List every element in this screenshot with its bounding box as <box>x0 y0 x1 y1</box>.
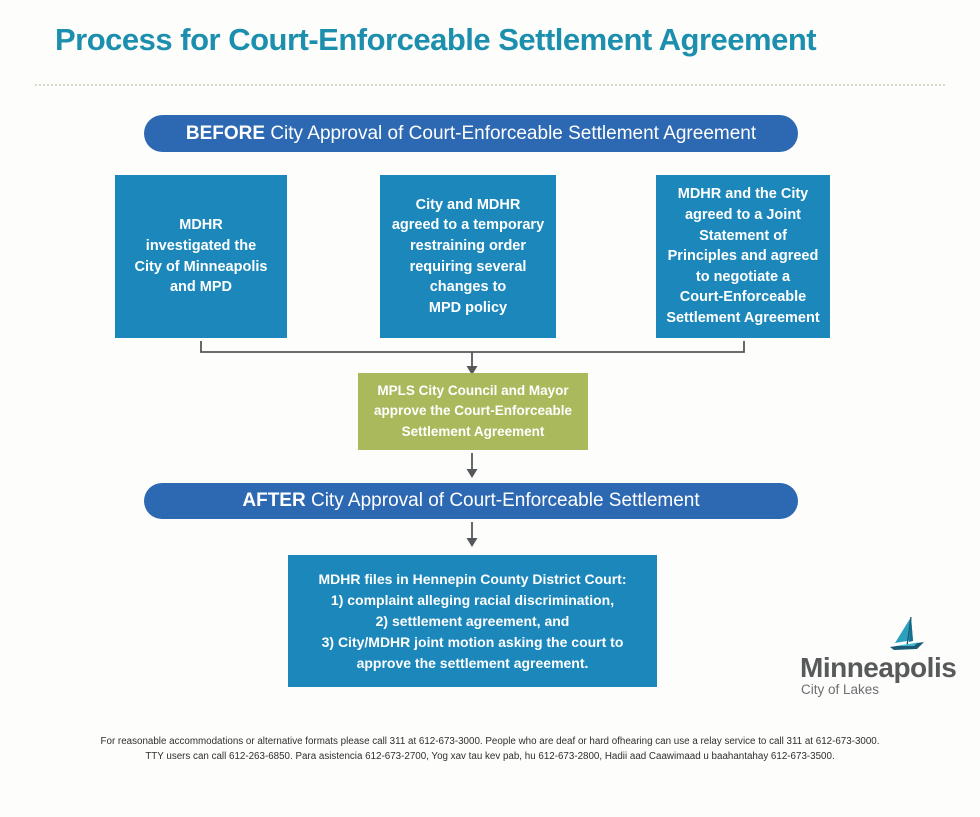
footer-line-2: TTY users can call 612-263-6850. Para as… <box>145 751 835 762</box>
down-arrow-icon <box>466 522 478 547</box>
minneapolis-logo: Minneapolis City of Lakes <box>798 616 963 700</box>
after-banner-keyword: AFTER <box>242 490 306 511</box>
down-arrow-icon <box>466 453 478 478</box>
after-banner: AFTER City Approval of Court-Enforceable… <box>144 483 798 519</box>
process-box-joint-statement: MDHR and the City agreed to a Joint Stat… <box>656 175 830 338</box>
process-box-investigation: MDHR investigated the City of Minneapoli… <box>115 175 287 338</box>
page-title: Process for Court-Enforceable Settlement… <box>55 22 817 57</box>
footer-line-1: For reasonable accommodations or alterna… <box>100 736 880 747</box>
logo-tagline: City of Lakes <box>801 682 880 697</box>
before-banner-keyword: BEFORE <box>185 122 266 144</box>
footer-accessibility-text: For reasonable accommodations or alterna… <box>0 734 980 764</box>
before-banner: BEFORE City Approval of Court-Enforceabl… <box>144 115 798 152</box>
after-banner-text: City Approval of Court-Enforceable Settl… <box>305 490 700 511</box>
bracket-connector <box>200 341 745 366</box>
filing-box: MDHR files in Hennepin County District C… <box>288 555 657 687</box>
dotted-divider <box>35 84 945 86</box>
logo-wordmark: Minneapolis <box>800 652 957 683</box>
approval-box: MPLS City Council and Mayor approve the … <box>358 373 588 450</box>
before-banner-text: City Approval of Court-Enforceable Settl… <box>265 122 757 144</box>
process-box-restraining-order: City and MDHR agreed to a temporary rest… <box>380 175 556 338</box>
sailboat-icon <box>890 616 924 650</box>
